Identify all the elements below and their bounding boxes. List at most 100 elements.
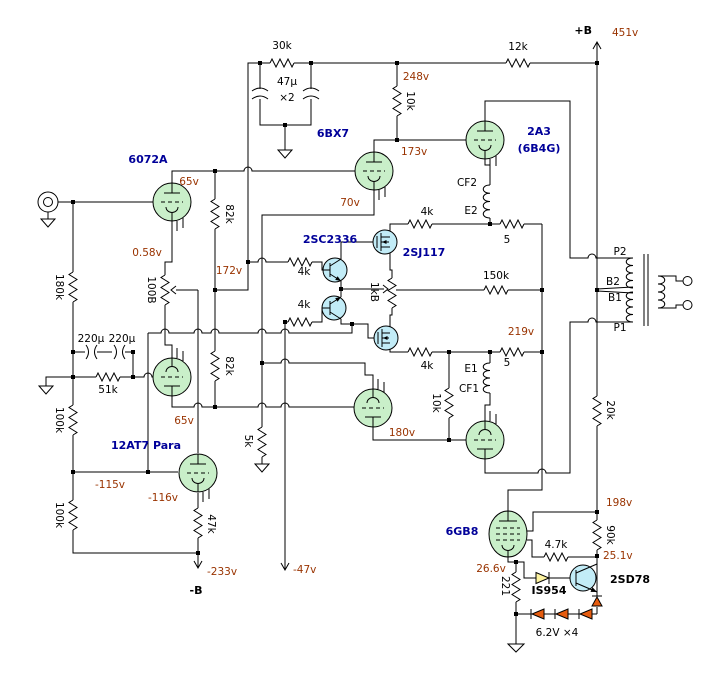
- filament-coil-e2: [482, 184, 491, 219]
- voltage-26.6: 26.6v: [476, 563, 506, 575]
- transistor-2sc2336-lower: [321, 295, 347, 321]
- tube-6gb8: [488, 510, 528, 558]
- resistor-5-1: [499, 218, 525, 230]
- resistor-82k-1: [210, 198, 220, 230]
- voltage-65-bot: 65v: [174, 415, 194, 427]
- transistor-2sc2336-upper: [322, 257, 348, 283]
- voltage-70: 70v: [340, 197, 360, 209]
- wiring: [45, 40, 634, 644]
- resistor-100k-1: [68, 404, 78, 436]
- voltage-25.1: 25.1v: [603, 550, 633, 562]
- speaker-terminal-1: [682, 276, 693, 286]
- label-r20k: 20k: [604, 400, 616, 420]
- voltage-198: 198v: [606, 497, 632, 509]
- voltage-m233: -233v: [207, 566, 237, 578]
- pot-1kb: [387, 277, 397, 309]
- label-r5k: 5k: [242, 435, 254, 449]
- fet-2sj117-upper: [372, 229, 398, 255]
- resistor-4.7k: [543, 551, 569, 563]
- resistor-82k-2: [210, 350, 220, 382]
- label-r4k-3: 4k: [421, 206, 435, 218]
- resistor-4k-4: [407, 346, 433, 358]
- label-r5-2: 5: [504, 357, 511, 369]
- resistor-4k-2: [287, 316, 313, 328]
- label-r180k: 180k: [53, 274, 65, 301]
- resistor-100k-2: [68, 499, 78, 531]
- label-plus-b: +B: [574, 24, 592, 37]
- label-tube-2a3: 2A3: [527, 125, 551, 138]
- label-tube-6bx7: 6BX7: [317, 127, 349, 140]
- resistor-30k: [269, 57, 295, 69]
- label-tube-2a3-alt: (6B4G): [518, 142, 561, 155]
- label-r10k-2: 10k: [430, 393, 442, 413]
- resistor-5-2: [499, 346, 525, 358]
- label-2sd78: 2SD78: [610, 573, 650, 586]
- resistor-180k: [68, 271, 78, 303]
- resistor-51k: [95, 371, 121, 383]
- voltage-173: 173v: [401, 146, 427, 158]
- resistor-150k: [483, 284, 509, 296]
- label-2sc2336: 2SC2336: [303, 233, 358, 246]
- label-cf1: CF1: [459, 383, 479, 395]
- fet-2sj117-lower: [373, 325, 399, 351]
- ground-symbols: [37, 149, 526, 653]
- label-r30k: 30k: [272, 40, 292, 52]
- label-p2: P2: [613, 246, 626, 258]
- label-c47u-qty: ×2: [279, 92, 294, 104]
- label-tube-6gb8: 6GB8: [446, 525, 479, 538]
- voltage-65-top: 65v: [179, 176, 199, 188]
- filament-coil-e1: [482, 362, 491, 394]
- voltage-m47: -47v: [293, 564, 316, 576]
- label-r100k-2: 100k: [53, 502, 65, 529]
- label-zener-set: 6.2V ×4: [536, 627, 579, 639]
- label-b1: B1: [608, 292, 622, 304]
- output-transformer: [625, 254, 693, 326]
- speaker-terminal-2: [682, 300, 693, 310]
- label-r12k: 12k: [508, 41, 528, 53]
- transistor-2sd78: [569, 563, 598, 593]
- resistor-10k-plate: [392, 85, 402, 117]
- label-r51k: 51k: [98, 384, 118, 396]
- resistor-5k: [257, 426, 267, 458]
- label-is954: IS954: [532, 584, 567, 597]
- label-r150k: 150k: [483, 270, 510, 282]
- zener-diodes-6v2: [530, 595, 603, 620]
- label-c47u: 47μ: [277, 76, 297, 88]
- voltage-m115: -115v: [95, 479, 125, 491]
- voltage-219: 219v: [508, 326, 534, 338]
- label-tube-6072a: 6072A: [128, 153, 168, 166]
- diode-is954: [535, 571, 551, 585]
- resistor-221: [511, 571, 521, 603]
- voltage-m116: -116v: [148, 492, 178, 504]
- label-tube-12at7: 12AT7 Para: [111, 439, 181, 452]
- label-2sj117: 2SJ117: [403, 246, 446, 259]
- label-r4.7k: 4.7k: [545, 539, 569, 551]
- label-r4k-1: 4k: [298, 266, 312, 278]
- label-r82k-2: 82k: [223, 356, 235, 376]
- resistor-90k: [592, 519, 602, 551]
- pot-100b: [160, 274, 170, 306]
- label-cf2: CF2: [457, 177, 477, 189]
- voltage-451: 451v: [612, 27, 638, 39]
- voltage-0.58: 0.58v: [132, 247, 162, 259]
- resistor-4k-3: [407, 218, 433, 230]
- label-e2: E2: [464, 205, 477, 217]
- label-r90k: 90k: [604, 525, 616, 545]
- label-r100k-1: 100k: [53, 407, 65, 434]
- resistor-12k: [505, 57, 531, 69]
- label-pot100b: 100B: [145, 276, 157, 303]
- label-c220u-1: 220μ: [78, 333, 105, 345]
- label-r5-1: 5: [504, 234, 511, 246]
- label-r82k-1: 82k: [223, 204, 235, 224]
- label-minus-b: -B: [190, 584, 203, 597]
- label-r4k-4: 4k: [421, 360, 435, 372]
- voltage-180: 180v: [389, 427, 415, 439]
- label-r4k-2: 4k: [298, 299, 312, 311]
- label-e1: E1: [464, 363, 477, 375]
- resistor-4k-1: [287, 256, 313, 268]
- label-r10k-plate: 10k: [404, 91, 416, 111]
- label-b2: B2: [606, 276, 620, 288]
- resistor-10k-2: [444, 387, 454, 419]
